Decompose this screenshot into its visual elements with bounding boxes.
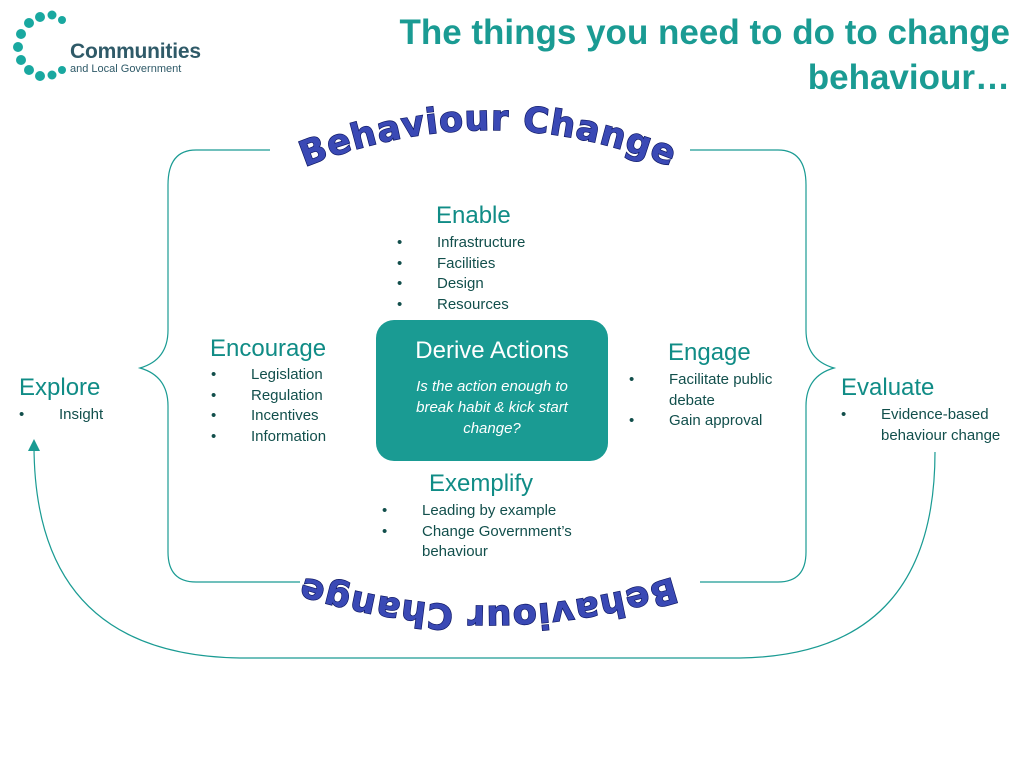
list-item: Leading by example (382, 501, 612, 522)
list-item: Evidence-based behaviour change (841, 405, 1021, 446)
logo-wordmark: Communities (70, 40, 201, 63)
left-brace (137, 149, 300, 583)
feedback-loop-arrow (28, 439, 936, 659)
exemplify-heading: Exemplify (429, 470, 534, 497)
list-item: Resources (397, 295, 525, 316)
derive-actions-question: Is the action enough to break habit & ki… (416, 378, 568, 437)
list-item: Insight (19, 405, 103, 426)
derive-actions-box: Derive Actions Is the action enough to b… (376, 320, 608, 461)
enable-list: Infrastructure Facilities Design Resourc… (397, 233, 525, 315)
engage-heading: Engage (668, 339, 751, 366)
page-title: The things you need to do to change beha… (399, 13, 1010, 97)
enable-heading: Enable (436, 202, 511, 229)
list-item: Facilitate public debate (629, 370, 799, 411)
list-item: Information (211, 427, 326, 448)
arc-text-top: Behaviour Change (294, 99, 682, 176)
list-item: Infrastructure (397, 233, 525, 254)
evaluate-heading: Evaluate (841, 374, 935, 401)
encourage-list: Legislation Regulation Incentives Inform… (211, 365, 326, 447)
right-brace (690, 149, 837, 583)
exemplify-list: Leading by example Change Government’s b… (382, 501, 612, 563)
encourage-heading: Encourage (210, 335, 327, 362)
logo: Communities and Local Government (8, 8, 208, 83)
logo-subtitle: and Local Government (70, 63, 182, 75)
arc-text-bottom: Behaviour Change (294, 568, 682, 637)
explore-list: Insight (19, 405, 103, 426)
list-item: Facilities (397, 254, 525, 275)
engage-list: Facilitate public debate Gain approval (629, 370, 799, 432)
list-item: Legislation (211, 365, 326, 386)
list-item: Change Government’s behaviour (382, 522, 612, 563)
list-item: Regulation (211, 386, 326, 407)
derive-actions-title: Derive Actions (415, 337, 569, 364)
list-item: Incentives (211, 406, 326, 427)
logo-dots-icon (13, 10, 66, 81)
explore-heading: Explore (19, 374, 101, 401)
list-item: Gain approval (629, 411, 799, 432)
list-item: Design (397, 274, 525, 295)
evaluate-list: Evidence-based behaviour change (841, 405, 1021, 446)
